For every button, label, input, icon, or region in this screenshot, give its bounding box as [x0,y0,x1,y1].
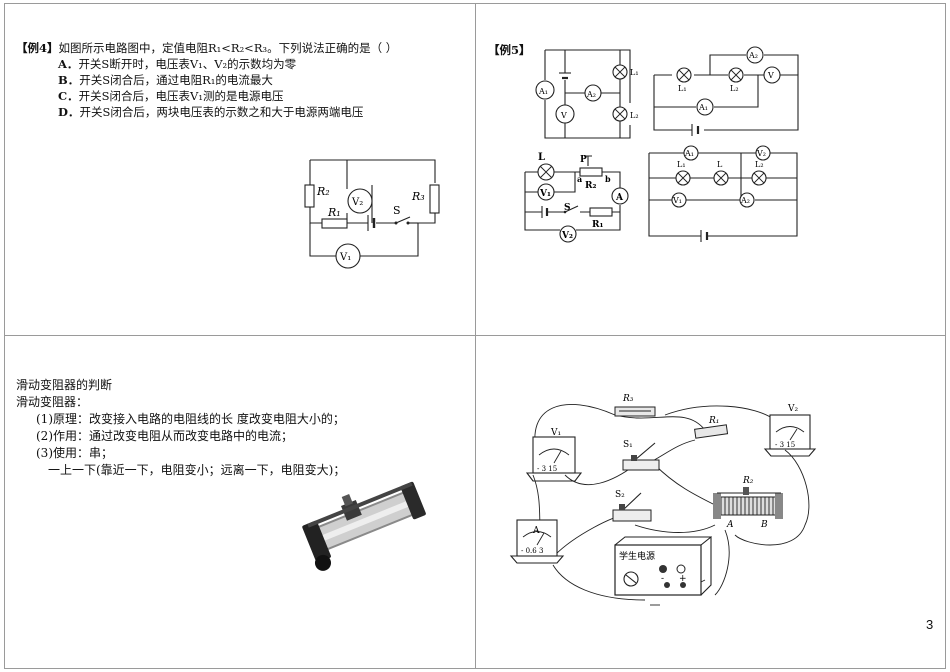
svg-text:V₂: V₂ [561,231,573,241]
ex4-question: 如图所示电路图中，定值电阻R₁<R₂<R₃。下列说法正确的是（ ） [58,41,398,55]
ex5-diagram-1: A₁ A₂ V L₁ L₂ [535,49,639,139]
svg-text:L: L [717,160,723,169]
svg-text:V: V [560,111,567,120]
rheostat-subheading: 滑动变阻器： [16,395,89,409]
voltmeter-v1-circle [335,243,361,269]
svg-text:L₁: L₁ [630,68,639,77]
ex5-diagram-3: L P a b R₂ V₁ S R₁ A V₂ [524,152,629,243]
rheostat-photo [302,481,426,571]
apparatus-drawing: R₃ V₁ S₁ R₁ V₂ R₂ S₂ A B A - 0.6 3 - 3 1… [509,394,817,606]
label-v1: V₁ [339,252,351,263]
svg-text:S₁: S₁ [623,440,633,450]
svg-text:A₁: A₁ [684,149,694,158]
svg-text:V: V [767,71,774,80]
ex4-option-d: D．开关S闭合后，两块电压表的示数之和大于电源两端电压 [58,105,364,119]
ex4-question-line: 【例4】如图所示电路图中，定值电阻R₁<R₂<R₃。下列说法正确的是（ ） [16,40,397,56]
ex4-option-b: B．开关S闭合后，通过电阻R₁的电流最大 [58,73,273,87]
svg-text:b: b [605,174,611,184]
svg-text:V₂: V₂ [787,404,798,414]
ex4-title: 【例4】 [16,41,59,55]
rheostat-line-3: (3)使用：串； [36,446,113,460]
svg-text:A₂: A₂ [740,196,750,205]
svg-text:R₁: R₁ [592,220,603,230]
svg-text:- 3 15: - 3 15 [537,465,557,473]
svg-text:V₁: V₁ [672,196,682,205]
svg-text:+: + [679,574,687,584]
svg-text:R₂: R₂ [742,476,754,486]
slide-panel-bottom-right [475,335,946,669]
svg-text:A: A [615,193,624,203]
resistor-r3 [429,184,440,214]
svg-text:- 0.6 3: - 0.6 3 [521,547,543,555]
resistor-r1 [321,218,348,229]
resistor-r2 [304,184,315,208]
svg-text:L: L [538,152,545,163]
svg-text:V₁: V₁ [550,428,561,438]
svg-text:学生电源: 学生电源 [619,550,655,562]
svg-text:-: - [661,574,664,584]
rheostat-line-1: (1)原理：改变接入电路的电阻线的长 度改变电阻大小的； [36,412,345,426]
ex4-option-a: A．开关S断开时，电压表V₁、V₂的示数均为零 [58,57,297,71]
label-r2: R₂ [316,185,330,198]
ex4-option-c: C．开关S闭合后，电压表V₁测的是电源电压 [58,89,284,103]
svg-text:B: B [760,520,768,530]
page-number: 3 [926,617,934,632]
svg-text:R₂: R₂ [585,181,596,191]
svg-text:V₂: V₂ [756,149,766,158]
label-switch-s: S [393,204,401,217]
svg-text:A: A [532,526,540,536]
label-r3: R₃ [411,190,425,203]
svg-text:a: a [577,174,582,184]
svg-text:R₁: R₁ [708,416,719,426]
ex5-title: 【例5】 [488,43,531,57]
svg-text:S: S [564,203,571,213]
svg-text:A₂: A₂ [748,51,758,60]
svg-text:A₁: A₁ [698,103,708,112]
svg-text:S₂: S₂ [615,490,625,500]
svg-text:L₂: L₂ [630,111,639,120]
svg-text:L₂: L₂ [730,84,739,93]
svg-text:A₁: A₁ [538,87,548,96]
label-v2: V₂ [351,197,363,208]
rheostat-line-4: 一上一下(靠近一下，电阻变小；远离一下，电阻变大)； [48,463,346,477]
svg-text:R₃: R₃ [622,394,634,404]
svg-text:L₁: L₁ [678,84,687,93]
svg-text:L₁: L₁ [677,160,686,169]
label-r1: R₁ [327,206,341,219]
svg-text:L₂: L₂ [755,160,764,169]
rheostat-line-2: (2)作用：通过改变电阻从而改变电路中的电流； [36,429,293,443]
svg-text:V₁: V₁ [539,189,551,199]
ex5-diagram-2: A₂ A₁ V L₁ L₂ [653,46,799,136]
svg-text:A: A [726,520,734,530]
voltmeter-v2-circle [347,188,373,214]
svg-text:A₂: A₂ [586,90,596,99]
rheostat-heading: 滑动变阻器的判断 [16,378,113,392]
ex4-circuit-diagram: R₂ R₃ R₁ S V₂ V₁ [304,159,440,269]
svg-text:P: P [580,155,587,165]
svg-text:- 3 15: - 3 15 [775,441,795,449]
ex5-diagram-4: A₁ V₂ L₁ L L₂ V₁ A₂ [648,145,798,242]
